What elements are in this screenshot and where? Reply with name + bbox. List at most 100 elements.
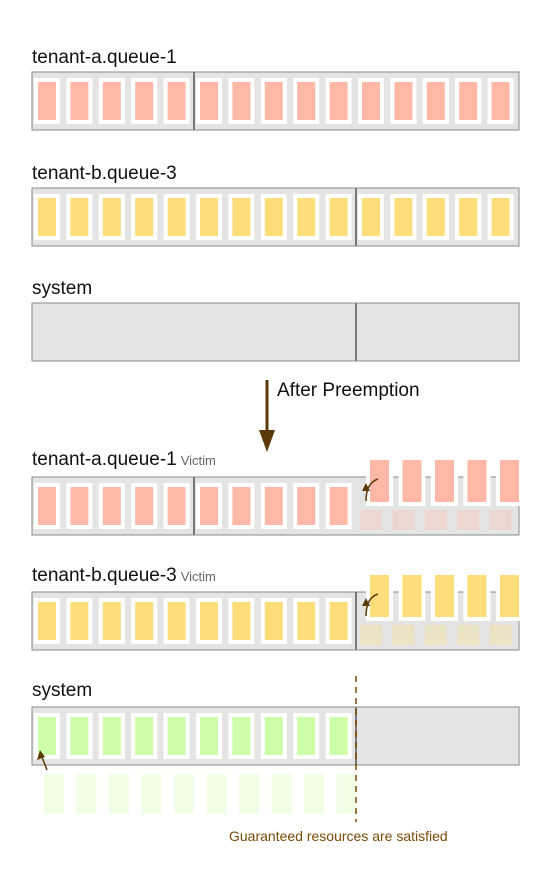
after-queue-1-resource-block <box>200 602 218 640</box>
after-queue-0-preempted-block <box>435 460 454 502</box>
after-queue-0-resource-block <box>102 487 121 525</box>
after-queue-0-resource-block <box>200 487 218 525</box>
after-queue-0-freed-block <box>392 510 415 530</box>
after-queue-0-preempted-block <box>402 460 422 502</box>
after-queue-2-incoming-block <box>271 774 292 814</box>
after-queue-1-resource-block <box>329 602 348 640</box>
after-queue-2-resource-block <box>232 717 251 755</box>
after-queue-2-incoming-block <box>141 774 162 814</box>
victim-tag: Victim <box>180 569 216 584</box>
after-preemption-label: After Preemption <box>277 380 420 401</box>
before-queue-1-resource-block <box>329 198 348 236</box>
before-queue-1-resource-block <box>70 198 89 236</box>
before-queue-1-resource-block <box>491 198 510 236</box>
after-queue-0-freed-block <box>489 510 512 530</box>
before-queue-0-resource-block <box>394 82 413 120</box>
queue-label-tenant-b-before: tenant-b.queue-3 <box>32 163 177 184</box>
after-queue-0-preempted-block <box>500 460 519 502</box>
after-queue-0-resource-block <box>38 487 56 525</box>
before-queue-0-resource-block <box>232 82 251 120</box>
after-queue-0-resource-block <box>167 487 186 525</box>
before-queue-0-resource-block <box>297 82 316 120</box>
after-queue-0-preempted-block <box>467 460 487 502</box>
after-queue-2-incoming-block <box>76 774 97 814</box>
after-queue-0-resource-block <box>264 487 283 525</box>
before-queue-0-resource-block <box>200 82 218 120</box>
after-queue-2-incoming-arrowhead <box>37 750 45 760</box>
after-queue-0-eviction-arrow <box>365 478 379 502</box>
after-queue-2-resource-block <box>329 717 348 755</box>
before-queue-1-resource-block <box>459 198 478 236</box>
after-queue-2-incoming-block <box>239 774 259 814</box>
after-queue-2-resource-block <box>135 717 154 755</box>
before-queue-1-resource-block <box>232 198 251 236</box>
after-queue-2-incoming-block <box>336 774 357 814</box>
before-queue-1-resource-block <box>362 198 380 236</box>
after-queue-0-freed-block <box>424 510 447 530</box>
after-queue-1-preempted-block <box>500 575 519 617</box>
before-queue-1-resource-block <box>426 198 445 236</box>
after-queue-2-resource-block <box>264 717 283 755</box>
after-queue-2-resource-block <box>167 717 186 755</box>
queue-label-system-before: system <box>32 278 93 299</box>
after-queue-1-freed-block <box>489 625 512 645</box>
before-queue-0-resource-block <box>264 82 283 120</box>
guarantee-footnote: Guaranteed resources are satisfied <box>229 828 448 844</box>
queue-label-tenant-a-before: tenant-a.queue-1 <box>32 47 177 68</box>
after-queue-2-incoming-block <box>174 774 194 814</box>
before-queue-0-resource-block <box>70 82 89 120</box>
after-queue-1-preempted-block <box>435 575 454 617</box>
before-queue-0-resource-block <box>426 82 445 120</box>
after-queue-1-resource-block <box>102 602 121 640</box>
before-queue-0-resource-block <box>362 82 380 120</box>
after-queue-1-eviction-arrow <box>365 593 379 617</box>
before-queue-1-resource-block <box>297 198 316 236</box>
down-arrow-head <box>259 430 275 452</box>
after-queue-0-preempted-block <box>370 460 389 502</box>
before-queue-2-track <box>31 302 520 362</box>
before-queue-0-resource-block <box>459 82 478 120</box>
after-queue-2-incoming-block <box>44 774 64 814</box>
after-queue-1-resource-block <box>264 602 283 640</box>
after-queue-2-resource-block <box>297 717 316 755</box>
before-queue-0-resource-block <box>167 82 186 120</box>
after-queue-1-resource-block <box>38 602 56 640</box>
before-queue-0-resource-block <box>329 82 348 120</box>
before-queue-1-resource-block <box>102 198 121 236</box>
after-queue-1-resource-block <box>297 602 316 640</box>
after-queue-1-eviction-arrowhead <box>362 598 370 606</box>
before-queue-0-resource-block <box>38 82 56 120</box>
after-queue-1-freed-block <box>392 625 415 645</box>
after-queue-1-freed-block <box>457 625 480 645</box>
after-queue-1-preempted-block <box>467 575 487 617</box>
before-queue-0-resource-block <box>135 82 154 120</box>
after-queue-0-eviction-arrowhead <box>362 483 370 491</box>
after-queue-0-resource-block <box>329 487 348 525</box>
before-queue-1-resource-block <box>200 198 218 236</box>
before-queue-1-resource-block <box>38 198 56 236</box>
after-queue-2-incoming-block <box>206 774 227 814</box>
after-queue-0-freed-block <box>360 510 382 530</box>
after-queue-2-resource-block <box>38 717 56 755</box>
after-queue-0-resource-block <box>70 487 89 525</box>
after-queue-1-freed-block <box>424 625 447 645</box>
before-queue-0-resource-block <box>491 82 510 120</box>
before-queue-0-resource-block <box>102 82 121 120</box>
after-queue-2-resource-block <box>70 717 89 755</box>
before-queue-1-resource-block <box>394 198 413 236</box>
after-queue-1-preempted-block <box>370 575 389 617</box>
after-queue-1-resource-block <box>232 602 251 640</box>
before-queue-1-resource-block <box>167 198 186 236</box>
after-queue-1-preempted-block <box>402 575 422 617</box>
after-queue-1-resource-block <box>70 602 89 640</box>
after-queue-1-resource-block <box>135 602 154 640</box>
before-queue-1-resource-block <box>264 198 283 236</box>
victim-tag: Victim <box>180 453 216 468</box>
after-queue-0-resource-block <box>297 487 316 525</box>
queue-label-system-after: system <box>32 680 93 701</box>
after-queue-2-incoming-block <box>109 774 129 814</box>
after-queue-1-freed-block <box>360 625 382 645</box>
